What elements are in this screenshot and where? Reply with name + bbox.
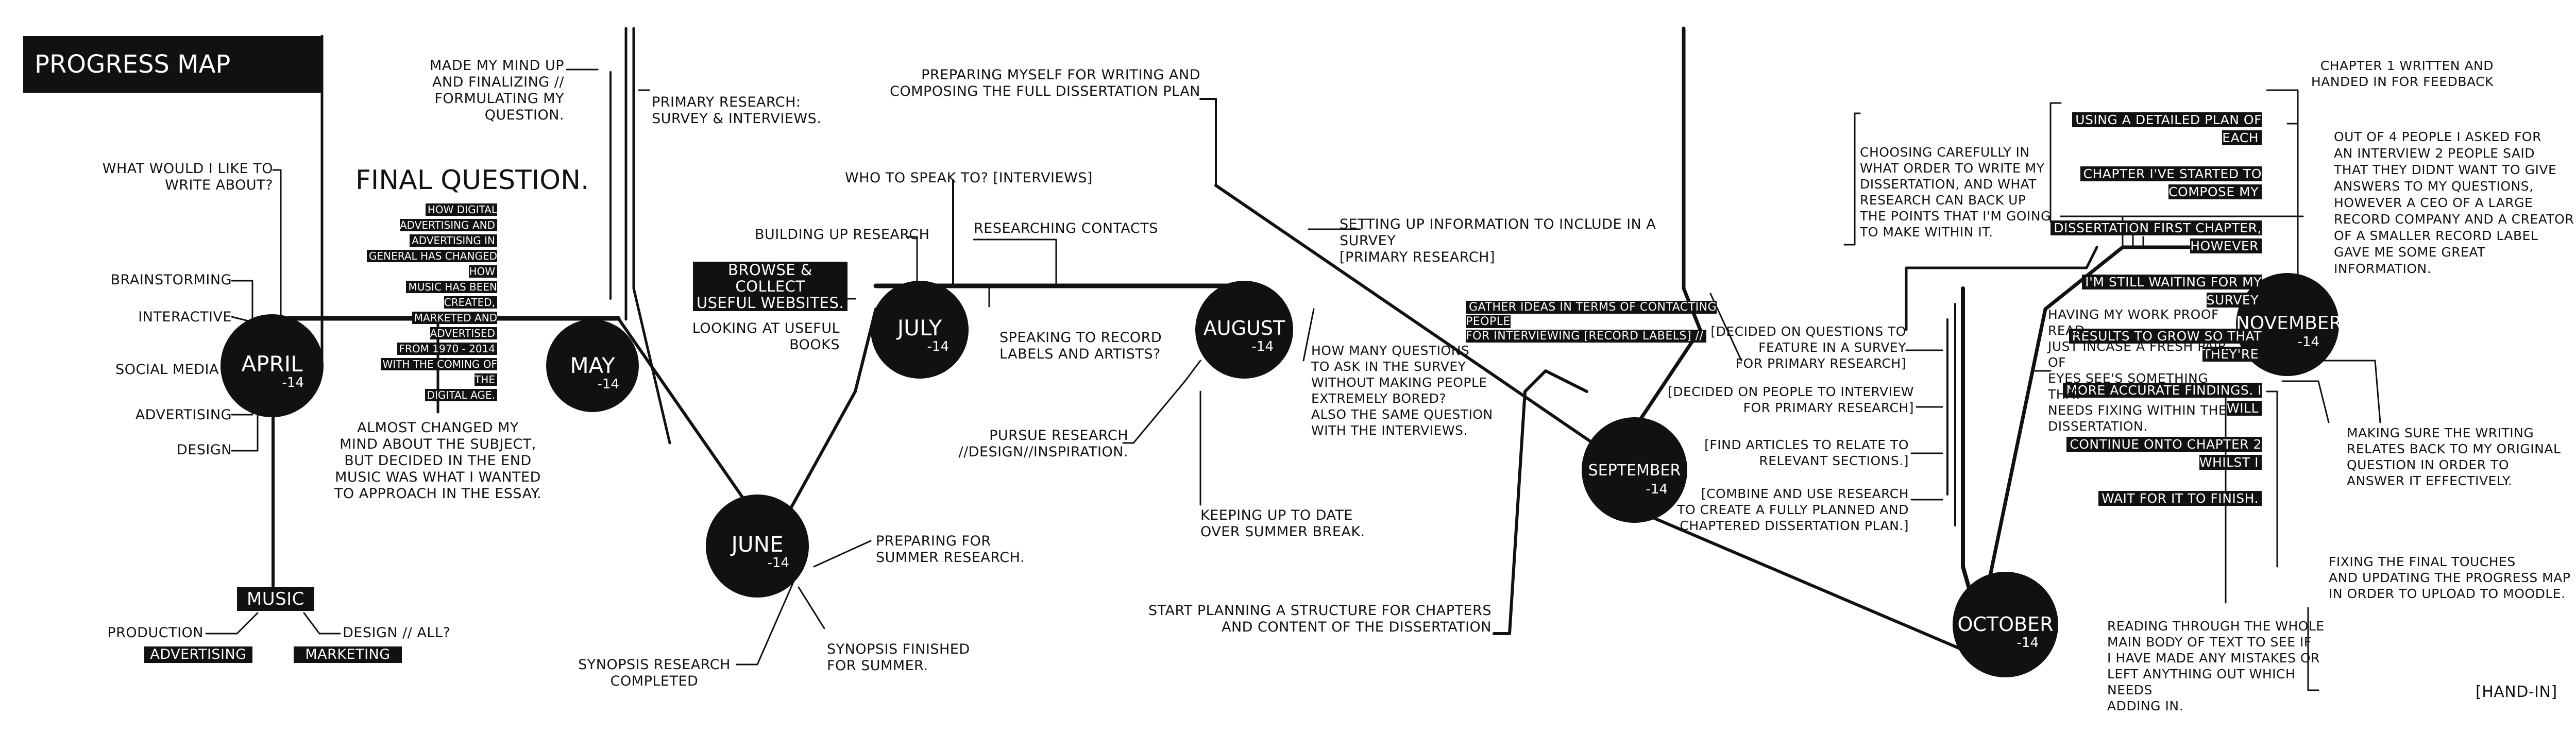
month-year: -14 — [2016, 635, 2039, 651]
month-year: -14 — [1251, 339, 1274, 354]
month-year: -14 — [767, 555, 789, 571]
music-marketing: MARKETING — [294, 646, 402, 663]
month-name: SEPTEMBER — [1588, 462, 1681, 480]
september-decided-people: [DECIDED ON PEOPLE TO INTERVIEW FOR PRIM… — [1667, 384, 1914, 415]
music-label: MUSIC — [237, 587, 314, 611]
month-year: -14 — [2297, 334, 2319, 350]
month-name: AUGUST — [1203, 317, 1285, 339]
month-name: JUNE — [731, 532, 784, 557]
month-october: OCTOBER -14 — [1953, 572, 2058, 677]
july-speaking: SPEAKING TO RECORD LABELS AND ARTISTS? — [999, 330, 1162, 362]
august-start-planning: START PLANNING A STRUCTURE FOR CHAPTERS … — [1148, 603, 1492, 635]
branch-advertising: ADVERTISING — [135, 407, 232, 423]
month-may: MAY -14 — [546, 319, 639, 412]
july-researching-contacts: RESEARCHING CONTACTS — [974, 220, 1158, 236]
august-how-many: HOW MANY QUESTIONS TO ASK IN THE SURVEY … — [1311, 343, 1493, 438]
november-making-sure: MAKING SURE THE WRITING RELATES BACK TO … — [2347, 425, 2561, 488]
june-preparing: PREPARING FOR SUMMER RESEARCH. — [876, 533, 1025, 566]
september-decided-questions: [DECIDED ON QUESTIONS TO FEATURE IN A SU… — [1710, 324, 1906, 371]
month-july: JULY -14 — [871, 281, 969, 379]
page-title: PROGRESS MAP — [23, 36, 322, 93]
april-question: WHAT WOULD I LIKE TO WRITE ABOUT? — [102, 161, 273, 193]
september-combine: [COMBINE AND USE RESEARCH TO CREATE A FU… — [1677, 486, 1909, 533]
may-primary-research: PRIMARY RESEARCH: SURVEY & INTERVIEWS. — [652, 94, 822, 127]
november-chapter1: CHAPTER 1 WRITTEN AND HANDED IN FOR FEED… — [2311, 58, 2494, 89]
august-pursue: PURSUE RESEARCH //DESIGN//INSPIRATION. — [958, 428, 1128, 460]
august-setting-up: SETTING UP INFORMATION TO INCLUDE IN A S… — [1340, 216, 1656, 265]
month-name: OCTOBER — [1957, 613, 2054, 636]
month-june: JUNE -14 — [706, 495, 809, 598]
august-gather-text: GATHER IDEAS IN TERMS OF CONTACTING PEOP… — [1466, 301, 1717, 343]
final-question-text: HOW DIGITAL ADVERTISING AND ADVERTISING … — [361, 202, 497, 403]
final-question-title: FINAL QUESTION. — [355, 165, 589, 196]
month-name: MAY — [570, 353, 615, 378]
branch-interactive: INTERACTIVE — [138, 309, 232, 325]
july-looking: LOOKING AT USEFUL BOOKS — [692, 320, 840, 353]
branch-social-media: SOCIAL MEDIA — [115, 362, 219, 378]
july-building: BUILDING UP RESEARCH — [755, 227, 930, 243]
month-year: -14 — [927, 339, 949, 354]
month-april: APRIL -14 — [221, 314, 324, 417]
july-browse: BROWSE & COLLECT USEFUL WEBSITES. — [693, 262, 848, 311]
june-synopsis-research: SYNOPSIS RESEARCH COMPLETED — [578, 657, 731, 689]
april-changed-mind: ALMOST CHANGED MY MIND ABOUT THE SUBJECT… — [334, 420, 542, 502]
may-made-mind: MADE MY MIND UP AND FINALIZING // FORMUL… — [430, 58, 564, 123]
month-september: SEPTEMBER -14 — [1582, 417, 1687, 523]
branch-design: DESIGN — [176, 442, 232, 458]
month-year: -14 — [282, 375, 304, 390]
october-proof-read: HAVING MY WORK PROOF READ JUST INCASE A … — [2048, 307, 2227, 434]
october-choosing: CHOOSING CAREFULLY IN WHAT ORDER TO WRIT… — [1860, 145, 2051, 240]
august-preparing-writing: PREPARING MYSELF FOR WRITING AND COMPOSI… — [890, 67, 1200, 99]
november-reading: READING THROUGH THE WHOLE MAIN BODY OF T… — [2107, 619, 2325, 713]
month-year: -14 — [1646, 482, 1668, 497]
november-out-of-4: OUT OF 4 PEOPLE I ASKED FOR AN INTERVIEW… — [2334, 129, 2574, 276]
month-august: AUGUST -14 — [1195, 281, 1293, 379]
july-who: WHO TO SPEAK TO? [INTERVIEWS] — [845, 170, 1093, 186]
june-synopsis-finished: SYNOPSIS FINISHED FOR SUMMER. — [827, 641, 970, 674]
music-advertising: ADVERTISING — [144, 646, 252, 663]
music-design-all: DESIGN // ALL? — [343, 625, 451, 641]
month-name: JULY — [897, 315, 942, 340]
october-detailed-plan: USING A DETAILED PLAN OF EACH CHAPTER I'… — [2050, 93, 2262, 507]
branch-brainstorming: BRAINSTORMING — [110, 272, 232, 288]
month-name: APRIL — [241, 351, 303, 377]
august-keeping: KEEPING UP TO DATE OVER SUMMER BREAK. — [1200, 507, 1365, 540]
november-hand-in: [HAND-IN] — [2476, 683, 2557, 701]
august-gather: GATHER IDEAS IN TERMS OF CONTACTING PEOP… — [1466, 286, 1754, 344]
november-final-touches: FIXING THE FINAL TOUCHES AND UPDATING TH… — [2329, 554, 2571, 601]
month-year: -14 — [597, 377, 619, 392]
september-find-articles: [FIND ARTICLES TO RELATE TO RELEVANT SEC… — [1704, 437, 1909, 468]
music-production: PRODUCTION — [107, 625, 204, 641]
